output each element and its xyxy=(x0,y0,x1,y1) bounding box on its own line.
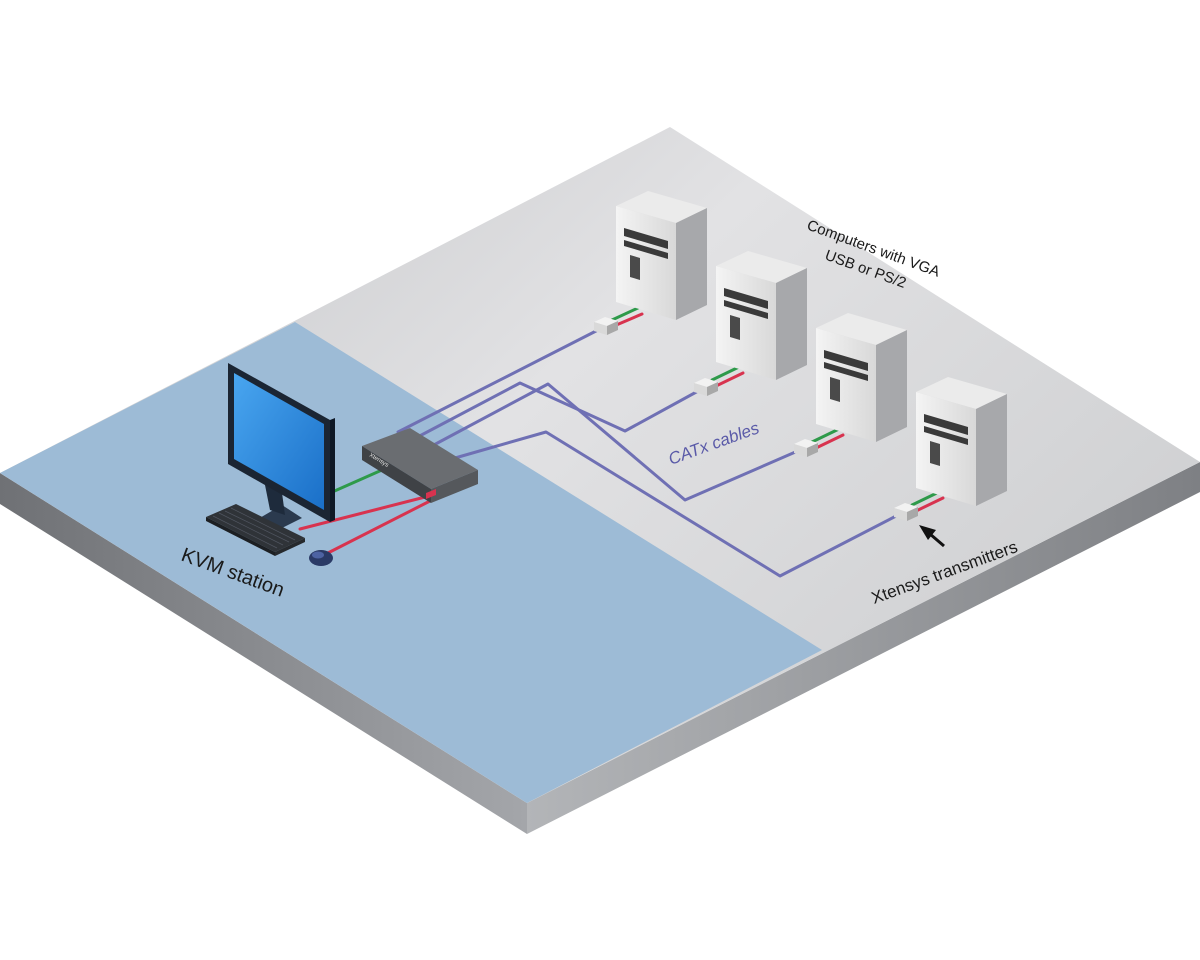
arrow-pointer-icon xyxy=(919,525,945,548)
floor-slab xyxy=(0,127,1200,834)
tx3-video xyxy=(810,426,843,444)
usb-cable-keyboard xyxy=(298,493,435,531)
cables xyxy=(298,305,945,578)
tx1-usb xyxy=(612,312,644,328)
usb-cable-mouse xyxy=(320,499,432,558)
floor-blue-zone xyxy=(0,322,822,803)
transmitter-3 xyxy=(794,439,818,457)
transmitters xyxy=(594,317,918,521)
catx-cable-1 xyxy=(396,328,600,434)
computer-1 xyxy=(616,191,707,320)
slab-side-left xyxy=(0,473,527,834)
catx-cable-3 xyxy=(428,382,802,502)
tx3-usb xyxy=(812,433,845,451)
computer-3 xyxy=(816,313,907,442)
tx2-video xyxy=(710,364,743,382)
kvm-extender-device: Xtensys xyxy=(362,428,478,503)
keyboard xyxy=(206,504,305,556)
catx-cable-4 xyxy=(446,430,900,578)
transmitter-4 xyxy=(894,503,918,521)
tx1-video xyxy=(610,305,642,322)
computer-2 xyxy=(716,251,807,380)
monitor-bezel-side xyxy=(330,418,335,522)
tx4-usb xyxy=(912,496,945,514)
transmitter-1 xyxy=(594,317,618,335)
video-cable-monitor xyxy=(328,468,384,495)
slab-side-right xyxy=(527,462,1200,834)
tx2-usb xyxy=(712,371,745,389)
catx-cable-2 xyxy=(410,381,702,442)
transmitter-2 xyxy=(694,378,718,396)
computer-4 xyxy=(916,377,1007,506)
mouse xyxy=(309,550,333,566)
monitor-screen xyxy=(234,373,324,510)
device-red-badge xyxy=(426,489,436,499)
